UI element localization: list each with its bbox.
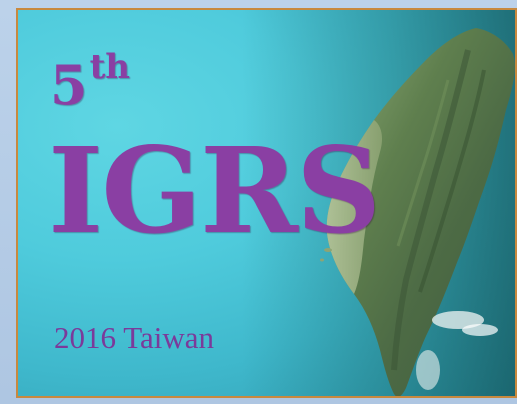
edition-suffix: th — [89, 47, 131, 87]
conference-acronym: IGRS — [48, 121, 381, 260]
edition-ordinal: 5th — [50, 50, 130, 117]
edition-number: 5 — [50, 53, 88, 117]
banner-panel: 5th IGRS 2016 Taiwan — [16, 8, 517, 398]
taiwan-island-icon — [320, 28, 515, 396]
year-location-subtitle: 2016 Taiwan — [54, 320, 214, 355]
